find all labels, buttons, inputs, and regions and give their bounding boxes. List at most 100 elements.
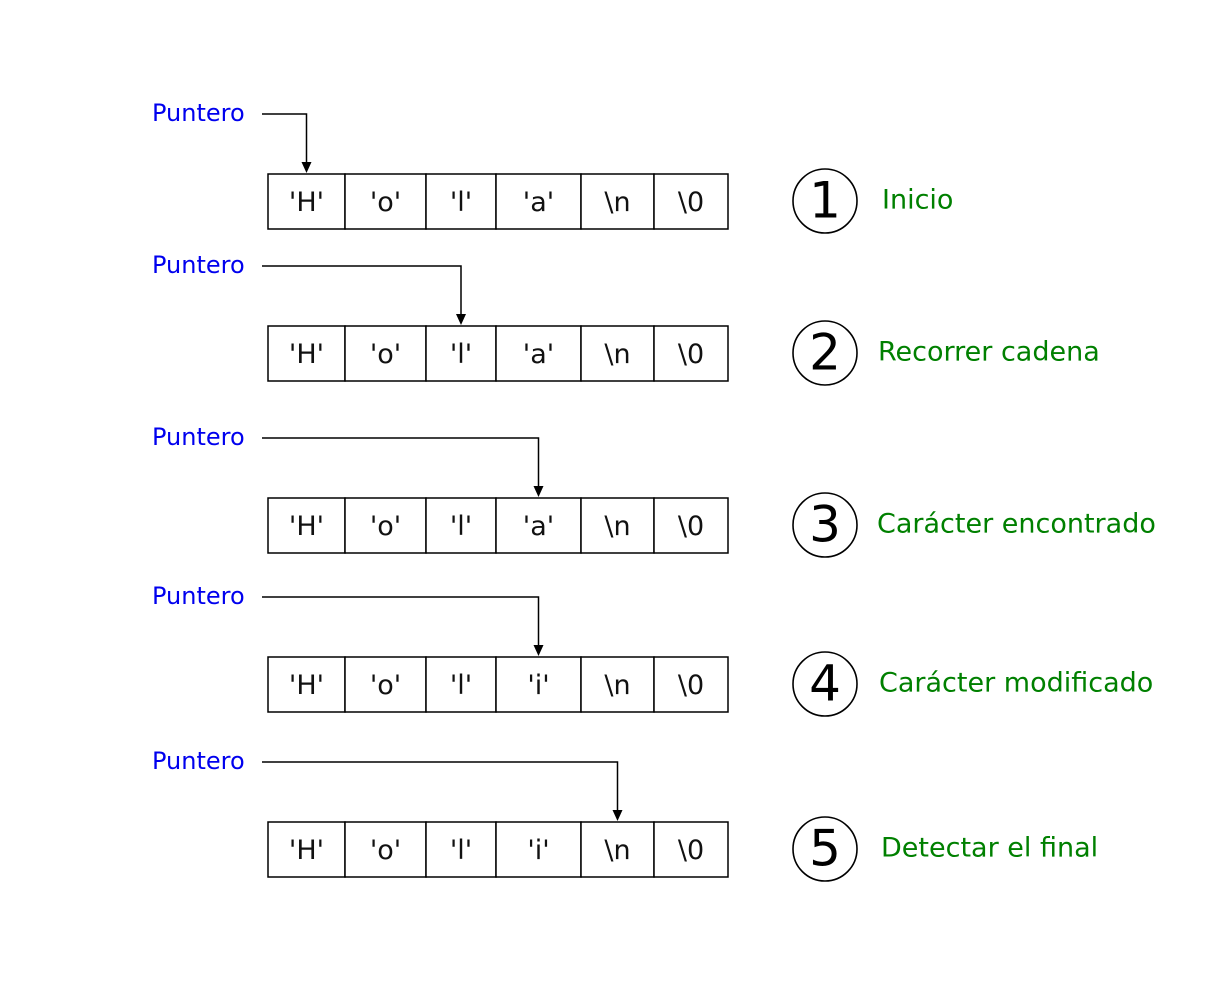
- array-cell: \0: [653, 173, 729, 230]
- step-number: 1: [809, 172, 841, 230]
- array-cell-value: 'l': [450, 187, 472, 218]
- array-cell: 'i': [495, 656, 582, 713]
- array-cell-box: [653, 173, 729, 230]
- array-cell-box: [267, 173, 346, 230]
- pointer-arrowhead: [612, 810, 623, 821]
- array-cell: 'l': [425, 325, 497, 382]
- pointer-arrow-line: [262, 265, 462, 316]
- array-cell-box: [425, 821, 497, 878]
- array-cell: \n: [580, 325, 655, 382]
- array-cell-value: 'H': [289, 511, 324, 542]
- array-cell-value: 'l': [450, 670, 472, 701]
- array-cell-value: 'H': [289, 670, 324, 701]
- step-number-circle: [792, 168, 858, 234]
- array-cell: \0: [653, 656, 729, 713]
- array-cell: \n: [580, 656, 655, 713]
- step-number-circle: [792, 816, 858, 882]
- array-cell-value: 'o': [370, 187, 401, 218]
- array-cell: 'o': [344, 497, 427, 554]
- pointer-arrow-line: [262, 761, 619, 812]
- array-cell-value: 'o': [370, 835, 401, 866]
- array-cell-value: \0: [678, 511, 704, 542]
- array-cell-box: [495, 656, 582, 713]
- step-number: 4: [809, 655, 841, 713]
- array-cell-box: [267, 656, 346, 713]
- array-cell: 'o': [344, 821, 427, 878]
- array-cell: 'H': [267, 821, 346, 878]
- array-cell-box: [580, 173, 655, 230]
- pointer-label: Puntero: [152, 747, 245, 775]
- array-cell: 'o': [344, 173, 427, 230]
- array-cell-value: \0: [678, 670, 704, 701]
- array-cell-box: [580, 821, 655, 878]
- array-cell-value: 'H': [289, 835, 324, 866]
- array-cell-value: 'l': [450, 835, 472, 866]
- array-cell-box: [653, 656, 729, 713]
- array-cell-value: \0: [678, 835, 704, 866]
- array-cell-value: 'l': [450, 339, 472, 370]
- array-cell: 'H': [267, 497, 346, 554]
- array-cell-value: 'a': [523, 187, 554, 218]
- array-cell-value: \0: [678, 339, 704, 370]
- array-cell-value: 'H': [289, 339, 324, 370]
- array-cell-box: [344, 497, 427, 554]
- array-cell-box: [425, 656, 497, 713]
- array-cell-box: [495, 325, 582, 382]
- array-cell: 'l': [425, 497, 497, 554]
- step-title: Recorrer cadena: [878, 337, 1100, 368]
- array-cell-box: [425, 325, 497, 382]
- step-number: 5: [809, 820, 841, 878]
- pointer-label: Puntero: [152, 251, 245, 279]
- pointer-arrowhead: [533, 486, 544, 497]
- step-title: Inicio: [882, 185, 953, 216]
- step-number-circle: [792, 492, 858, 558]
- array-cell-value: \n: [604, 187, 630, 218]
- array-cell: 'H': [267, 325, 346, 382]
- array-cell: 'a': [495, 173, 582, 230]
- pointer-arrow-line: [262, 437, 540, 488]
- step-title: Carácter encontrado: [877, 509, 1156, 540]
- array-cell-value: 'o': [370, 511, 401, 542]
- array-cell-box: [653, 821, 729, 878]
- array-cell: 'o': [344, 325, 427, 382]
- array-cell: \0: [653, 497, 729, 554]
- array-cell-value: \n: [604, 339, 630, 370]
- array-cell-value: \n: [604, 835, 630, 866]
- array-cell-value: 'o': [370, 670, 401, 701]
- array-cell-value: \n: [604, 670, 630, 701]
- pointer-arrow-line: [262, 596, 540, 647]
- array-cell-value: \0: [678, 187, 704, 218]
- array-cell-box: [653, 497, 729, 554]
- step-number: 3: [809, 496, 841, 554]
- array-cell-value: 'l': [450, 511, 472, 542]
- array-cell-value: 'a': [523, 339, 554, 370]
- array-cell: \n: [580, 173, 655, 230]
- array-cell: 'l': [425, 173, 497, 230]
- array-cell-box: [580, 497, 655, 554]
- pointer-arrowhead: [456, 314, 466, 325]
- pointer-label: Puntero: [152, 423, 245, 451]
- array-cell: \0: [653, 821, 729, 878]
- array-cell-value: 'i': [527, 670, 549, 701]
- array-cell: \n: [580, 497, 655, 554]
- array-cell: 'H': [267, 656, 346, 713]
- pointer-arrow-line: [262, 113, 308, 164]
- step-number-circle: [792, 651, 858, 717]
- pointer-arrowhead: [533, 645, 544, 656]
- array-cell: \n: [580, 821, 655, 878]
- array-cell: 'l': [425, 656, 497, 713]
- pointer-arrowhead: [301, 162, 312, 173]
- array-cell: 'H': [267, 173, 346, 230]
- step-title: Detectar el final: [881, 833, 1098, 864]
- array-cell-box: [580, 325, 655, 382]
- array-cell-box: [344, 325, 427, 382]
- step-number-circle: [792, 320, 858, 386]
- array-cell-value: 'o': [370, 339, 401, 370]
- array-cell-box: [425, 173, 497, 230]
- array-cell: \0: [653, 325, 729, 382]
